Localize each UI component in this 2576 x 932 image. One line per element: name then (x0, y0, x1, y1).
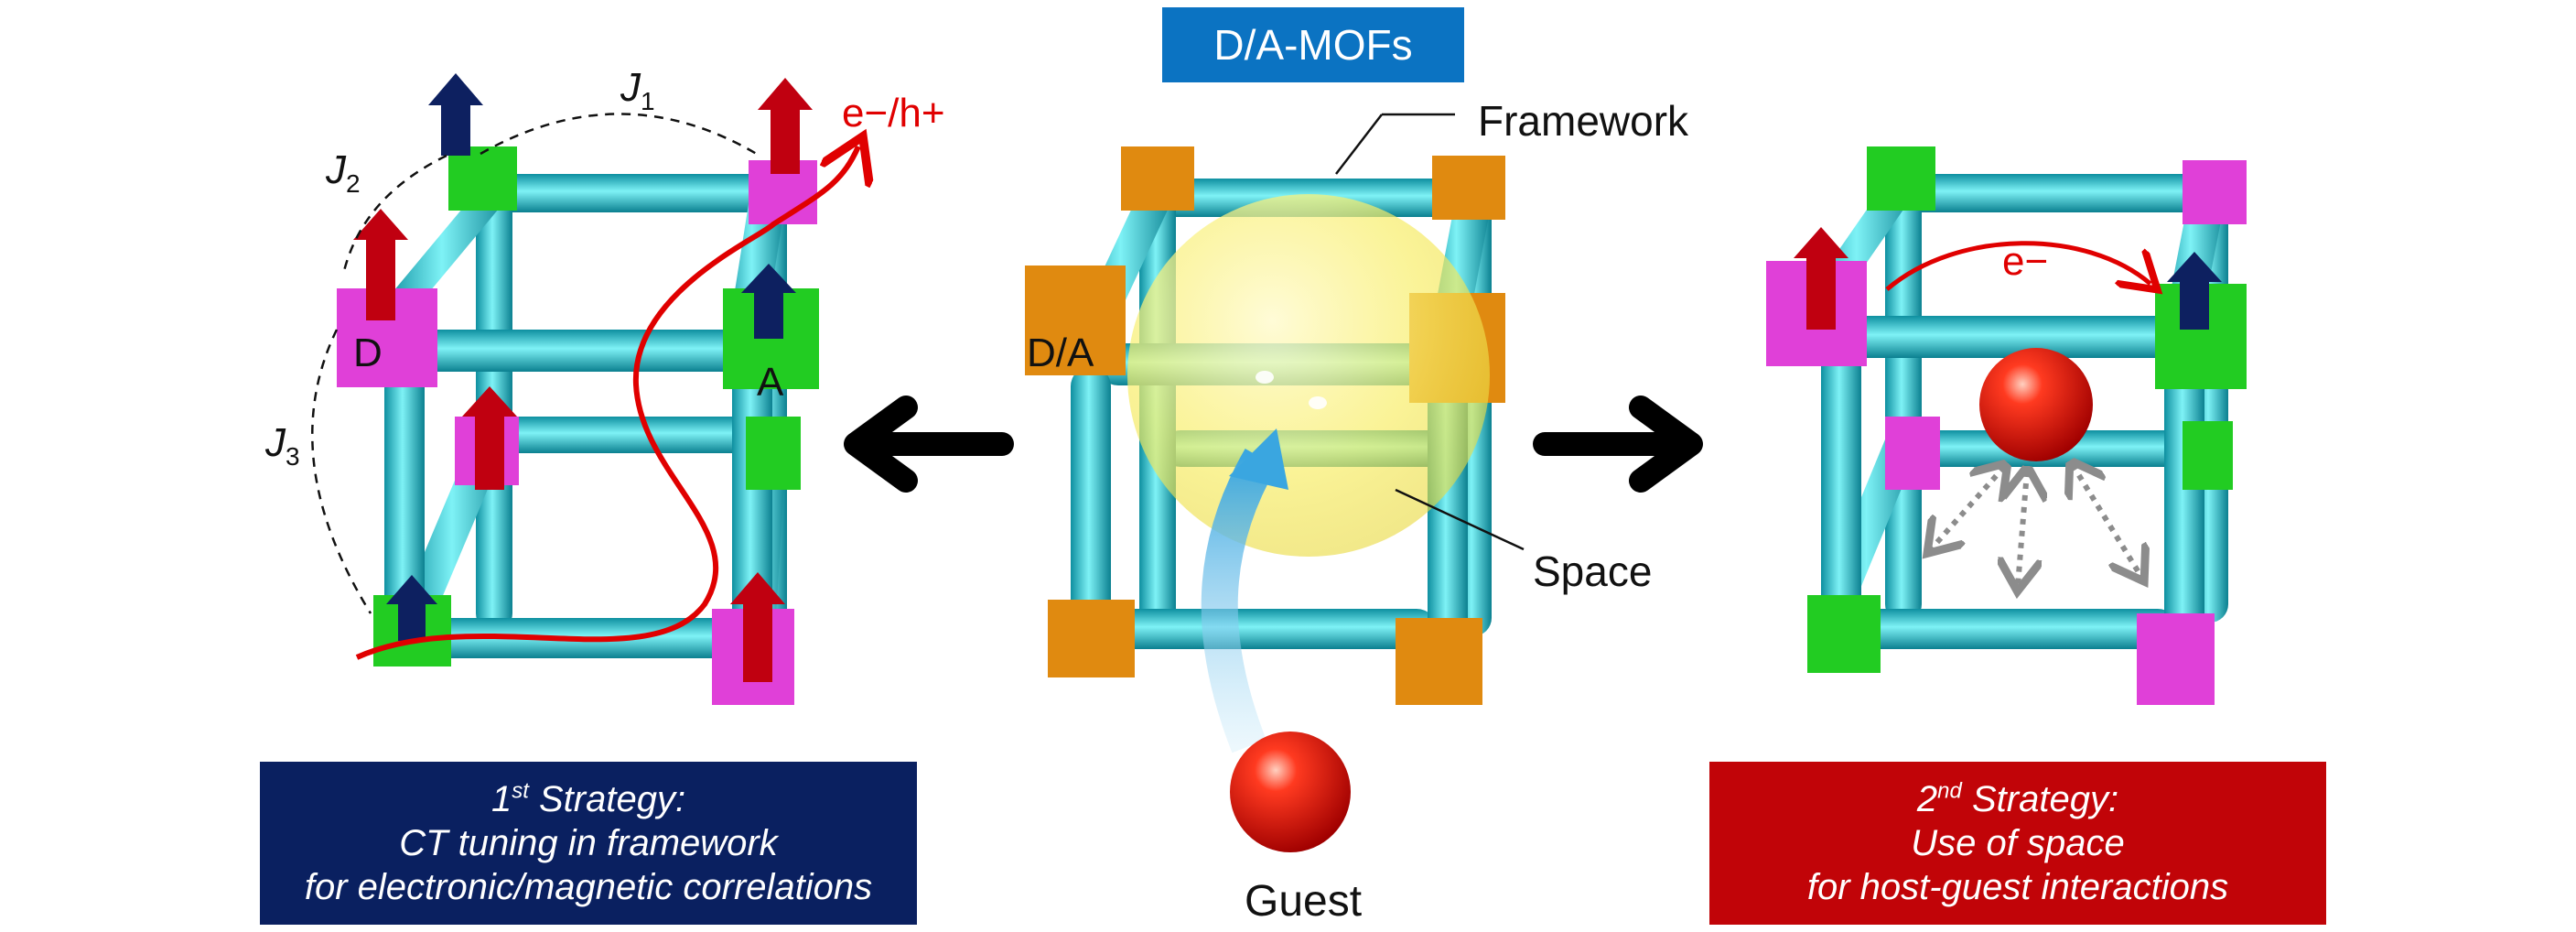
host-guest-interaction-arrow (1931, 467, 2004, 549)
framework-label: Framework (1478, 97, 1689, 145)
electron-transfer-arrow (1885, 241, 2150, 289)
rod (1107, 609, 1437, 649)
center-cube (1025, 113, 1525, 852)
spin-up-arrow-icon (730, 572, 785, 682)
guest-label: Guest (1245, 877, 1362, 926)
strategy-2-line-2: for host-guest interactions (1806, 867, 2229, 907)
donor-node (2183, 160, 2247, 224)
rod (1894, 174, 2205, 212)
strategy-1-heading: 1st Strategy: (490, 778, 686, 819)
right-arrow-head-icon (1629, 396, 1703, 493)
framework-node (1432, 156, 1505, 220)
host-guest-interaction-arrow (2018, 471, 2027, 586)
rod (384, 192, 512, 302)
carrier-label: e−/h+ (842, 91, 945, 135)
rod (1071, 366, 1111, 641)
right-cube (1766, 146, 2247, 705)
rod (2164, 348, 2204, 650)
j1-label: J1 (620, 65, 655, 115)
framework-node (1048, 600, 1135, 677)
left-cube (311, 73, 858, 705)
donor-node (1885, 417, 1940, 490)
j2-label: J2 (325, 147, 361, 198)
acceptor-label: A (757, 360, 784, 405)
charge-transport-arrow (355, 146, 858, 660)
framework-pointer-line (1335, 114, 1383, 175)
pore-space-sphere (1127, 194, 1490, 557)
space-label: Space (1533, 547, 1652, 595)
guest-molecule (1230, 732, 1351, 852)
acceptor-node (1867, 146, 1935, 211)
left-arrow-head-icon (844, 396, 918, 493)
strategy-2-heading: 2nd Strategy: (1916, 778, 2119, 819)
space-pointer-line (1395, 488, 1525, 551)
spin-up-arrow-icon (353, 209, 408, 320)
spin-down-arrow-icon (428, 73, 483, 156)
rod (1839, 316, 2187, 358)
strategy-1-line-2: for electronic/magnetic correlations (304, 867, 873, 907)
j3-label: J3 (264, 420, 300, 471)
rod (1821, 339, 1861, 623)
spin-up-arrow-icon (462, 386, 517, 490)
spin-up-arrow-icon (1794, 227, 1848, 330)
framework-node (1025, 266, 1126, 375)
sphere-highlight (1309, 396, 1327, 409)
framework-node (1121, 146, 1194, 211)
sphere-highlight (1256, 371, 1274, 384)
acceptor-node (1807, 595, 1881, 673)
rod (384, 357, 425, 632)
strategy-1-line-1: CT tuning in framework (399, 823, 778, 863)
rod (494, 174, 769, 212)
rod (494, 417, 769, 453)
j1-dashed-curve (480, 113, 760, 157)
rod (1839, 609, 2178, 649)
j3-dashed-curve (311, 329, 372, 614)
rod (1885, 183, 1922, 623)
host-guest-interaction-arrow (2073, 465, 2141, 577)
spin-down-arrow-icon (2167, 252, 2222, 330)
acceptor-node (746, 417, 801, 490)
strategy-2-line-1: Use of space (1911, 823, 2125, 863)
acceptor-node (2183, 421, 2233, 490)
da-node-label: D/A (1027, 331, 1094, 375)
guest-insertion-arrow-head-icon (1229, 428, 1288, 490)
j2-dashed-curve (341, 154, 447, 276)
title-badge: D/A-MOFs (1162, 7, 1464, 82)
spin-down-arrow-icon (741, 264, 796, 339)
encapsulated-guest-molecule (1979, 348, 2093, 461)
strategy-1-box: 1st Strategy: CT tuning in framework for… (260, 762, 917, 925)
spin-down-arrow-icon (386, 575, 437, 641)
guest-insertion-arrow (1201, 448, 1277, 753)
donor-label: D (353, 331, 383, 375)
rod (412, 330, 760, 372)
framework-node (1396, 618, 1482, 705)
strategy-2-box: 2nd Strategy: Use of space for host-gues… (1709, 762, 2326, 925)
spin-up-arrow-icon (758, 78, 813, 174)
electron-label: e− (2002, 239, 2048, 284)
acceptor-node (448, 146, 517, 211)
donor-node (2137, 613, 2215, 705)
